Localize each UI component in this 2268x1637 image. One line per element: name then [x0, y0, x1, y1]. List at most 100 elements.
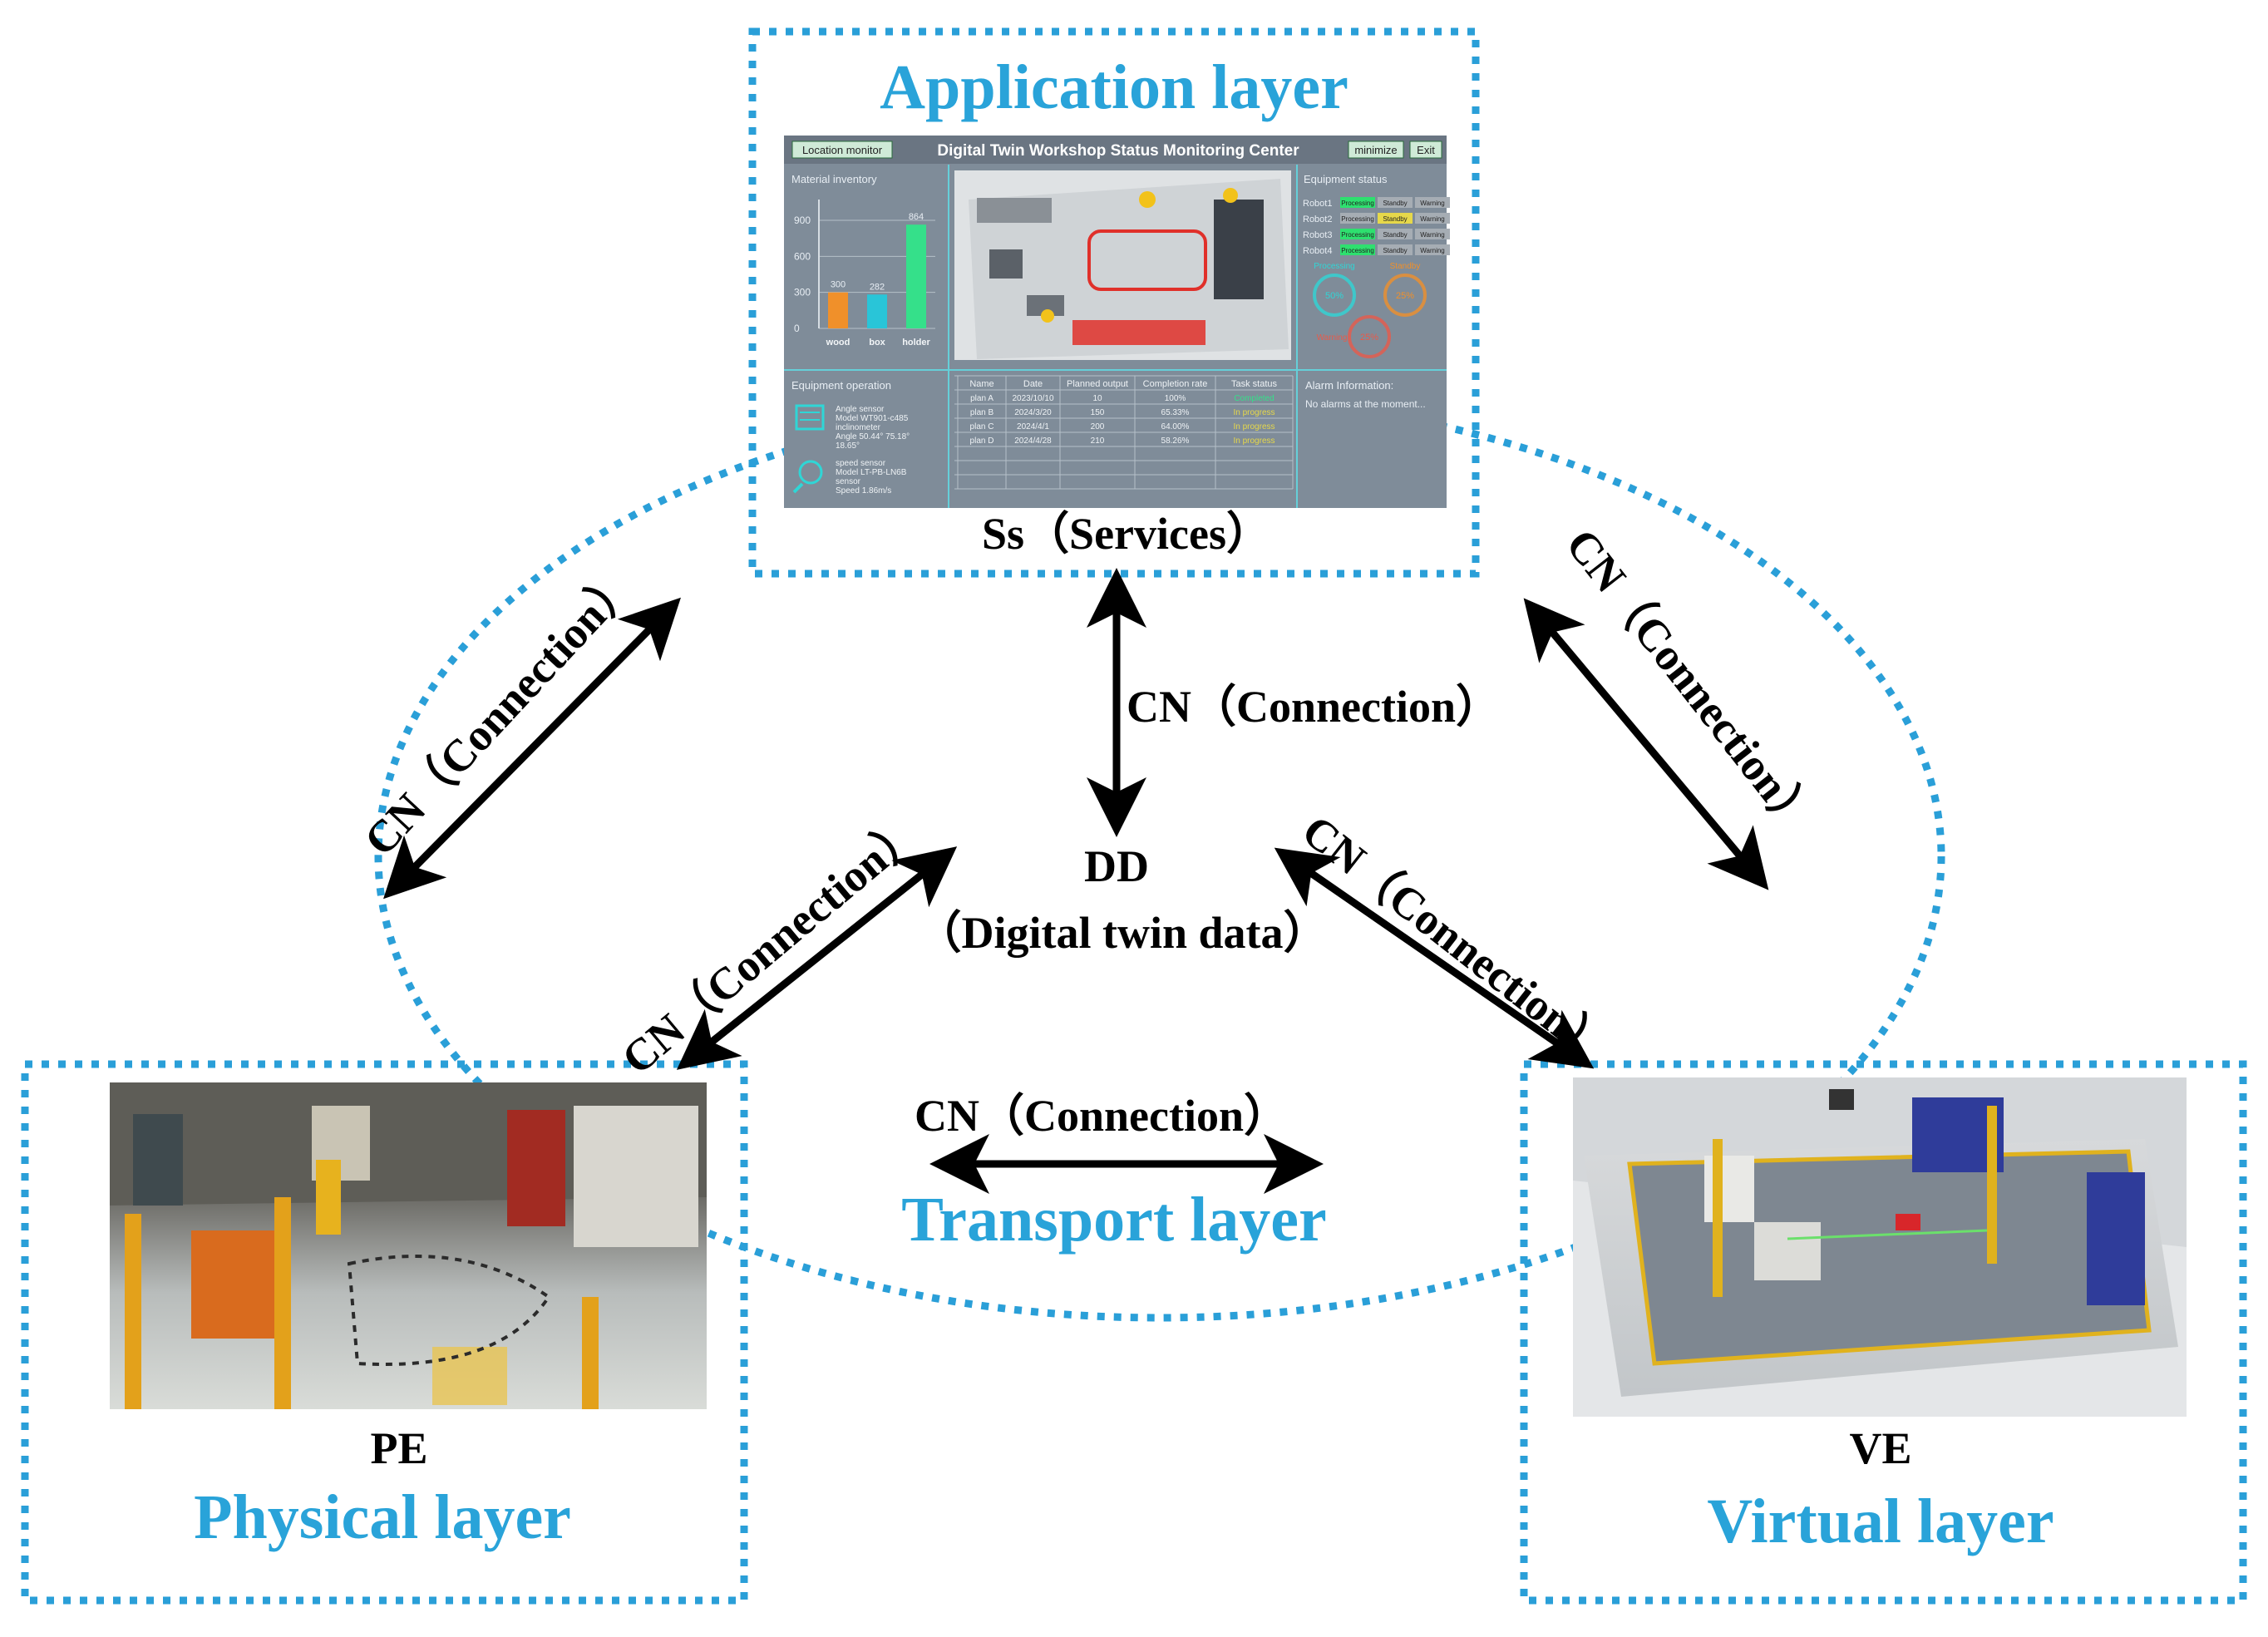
gauge-label: Warning — [1317, 333, 1348, 343]
factory-3d-view — [954, 170, 1291, 360]
robot-name: Robot3 — [1303, 230, 1332, 240]
gauge-value: 50% — [1325, 291, 1344, 301]
location-monitor-label: Location monitor — [802, 144, 883, 156]
physical-workshop-photo — [110, 1082, 707, 1409]
robot-status-chip — [1378, 229, 1413, 239]
plan-header: Date — [1023, 379, 1043, 389]
material-name-label: holder — [902, 338, 930, 348]
connection-arrows — [383, 568, 1769, 1194]
exit-button[interactable] — [1409, 141, 1442, 159]
material-value-label: 282 — [870, 282, 885, 292]
plan-cell: In progress — [1233, 422, 1275, 431]
equipment-status-title: Equipment status — [1304, 173, 1388, 185]
speed-sensor-icon — [792, 460, 823, 494]
robot-status-chip-label: Standby — [1383, 247, 1407, 254]
plan-cell: In progress — [1233, 408, 1275, 417]
robot-status-chip — [1340, 244, 1375, 255]
plan-cell: Completed — [1234, 394, 1274, 403]
physical-layer-frame — [21, 1060, 748, 1605]
status-gauge — [1313, 274, 1356, 317]
arrow-app-virtual — [1523, 598, 1769, 890]
plan-cell: 200 — [1091, 422, 1105, 431]
plan-cell: 58.26% — [1161, 436, 1190, 446]
plan-cell: 2024/3/20 — [1014, 408, 1052, 417]
plan-cell: 2023/10/10 — [1012, 394, 1053, 403]
material-value-label: 300 — [831, 280, 846, 290]
cn-label-right-inner: CN（Connection） — [1293, 806, 1619, 1075]
robot-status-chip-label: Warning — [1420, 247, 1445, 254]
virtual-layer-frame — [1520, 1060, 2247, 1605]
transport-layer-title: Transport layer — [901, 1185, 1327, 1255]
plan-cell: plan C — [970, 422, 994, 431]
plan-cell: 64.00% — [1161, 422, 1190, 431]
robot-status-chip-label: Processing — [1341, 247, 1374, 254]
pe-label: PE — [370, 1423, 427, 1473]
sensor-line: Angle sensor — [836, 405, 885, 414]
location-monitor-button[interactable] — [791, 141, 893, 159]
ve-label: VE — [1849, 1423, 1911, 1473]
sensor-line: speed sensor — [836, 459, 886, 468]
plan-header: Planned output — [1067, 379, 1128, 389]
minimize-button[interactable] — [1348, 141, 1404, 159]
plan-header: Completion rate — [1143, 379, 1208, 389]
robot-status-chip — [1378, 197, 1413, 208]
plan-cell: plan B — [970, 408, 994, 417]
application-layer-title: Application layer — [880, 52, 1348, 122]
material-axis-tick: 600 — [794, 250, 811, 262]
plan-header: Name — [969, 379, 993, 389]
sensor-line: 18.65° — [836, 441, 860, 451]
material-bar — [906, 224, 926, 328]
physical-layer-title: Physical layer — [194, 1482, 571, 1552]
material-name-label: box — [869, 338, 885, 348]
robot-status-chip — [1340, 229, 1375, 239]
arrow-app-physical — [383, 597, 681, 900]
robot-status-chip-label: Warning — [1420, 215, 1445, 223]
virtual-layer-title: Virtual layer — [1707, 1487, 2054, 1556]
robot-name: Robot4 — [1303, 246, 1332, 256]
sensor-line: Angle 50.44° 75.18° — [836, 432, 910, 441]
cn-label-bottom: CN（Connection） — [915, 1091, 1289, 1141]
plan-cell: In progress — [1233, 436, 1275, 446]
material-axis-tick: 0 — [794, 323, 800, 334]
alarm-text: No alarms at the moment... — [1305, 398, 1426, 410]
plan-cell: plan D — [970, 436, 994, 446]
plan-cell: 10 — [1092, 394, 1102, 403]
robot-status-chip-label: Warning — [1420, 231, 1445, 239]
robot-status-chip-label: Processing — [1341, 200, 1374, 207]
robot-status-chip-label: Warning — [1420, 200, 1445, 207]
gauge-value: 25% — [1396, 291, 1414, 301]
robot-status-chip — [1378, 244, 1413, 255]
robot-status-chip — [1415, 213, 1450, 224]
virtual-workshop-render — [1573, 1077, 2187, 1417]
services-label: Ss（Services） — [982, 509, 1271, 559]
gauge-value: 25% — [1360, 333, 1378, 343]
robot-status-chip-label: Standby — [1383, 231, 1407, 239]
material-bar — [867, 294, 887, 328]
cn-label-left-outer: CN（Connection） — [354, 558, 646, 865]
robot-status-chip — [1340, 213, 1375, 224]
robot-status-chip-label: Standby — [1383, 215, 1407, 223]
sensor-line: inclinometer — [836, 423, 881, 432]
robot-status-chip-label: Processing — [1341, 231, 1374, 239]
plan-cell: 100% — [1165, 394, 1186, 403]
sensor-line: Model WT901-c485 — [836, 414, 909, 423]
sensor-line: Model LT-PB-LN6B — [836, 468, 907, 477]
cn-label-vertical: CN（Connection） — [1127, 682, 1501, 732]
material-axis-tick: 900 — [794, 214, 811, 226]
dd-label: DD — [1084, 841, 1149, 891]
arrow-dd-physical — [676, 846, 958, 1070]
robot-name: Robot2 — [1303, 214, 1332, 224]
robot-status-chip — [1378, 213, 1413, 224]
robot-status-chip — [1415, 244, 1450, 255]
robot-status-chip — [1340, 197, 1375, 208]
material-bar — [828, 292, 848, 328]
plan-cell: 65.33% — [1161, 408, 1190, 417]
dashboard-title: Digital Twin Workshop Status Monitoring … — [937, 142, 1299, 160]
status-gauge — [1348, 315, 1391, 358]
material-value-label: 864 — [909, 212, 924, 222]
minimize-label: minimize — [1354, 144, 1397, 156]
